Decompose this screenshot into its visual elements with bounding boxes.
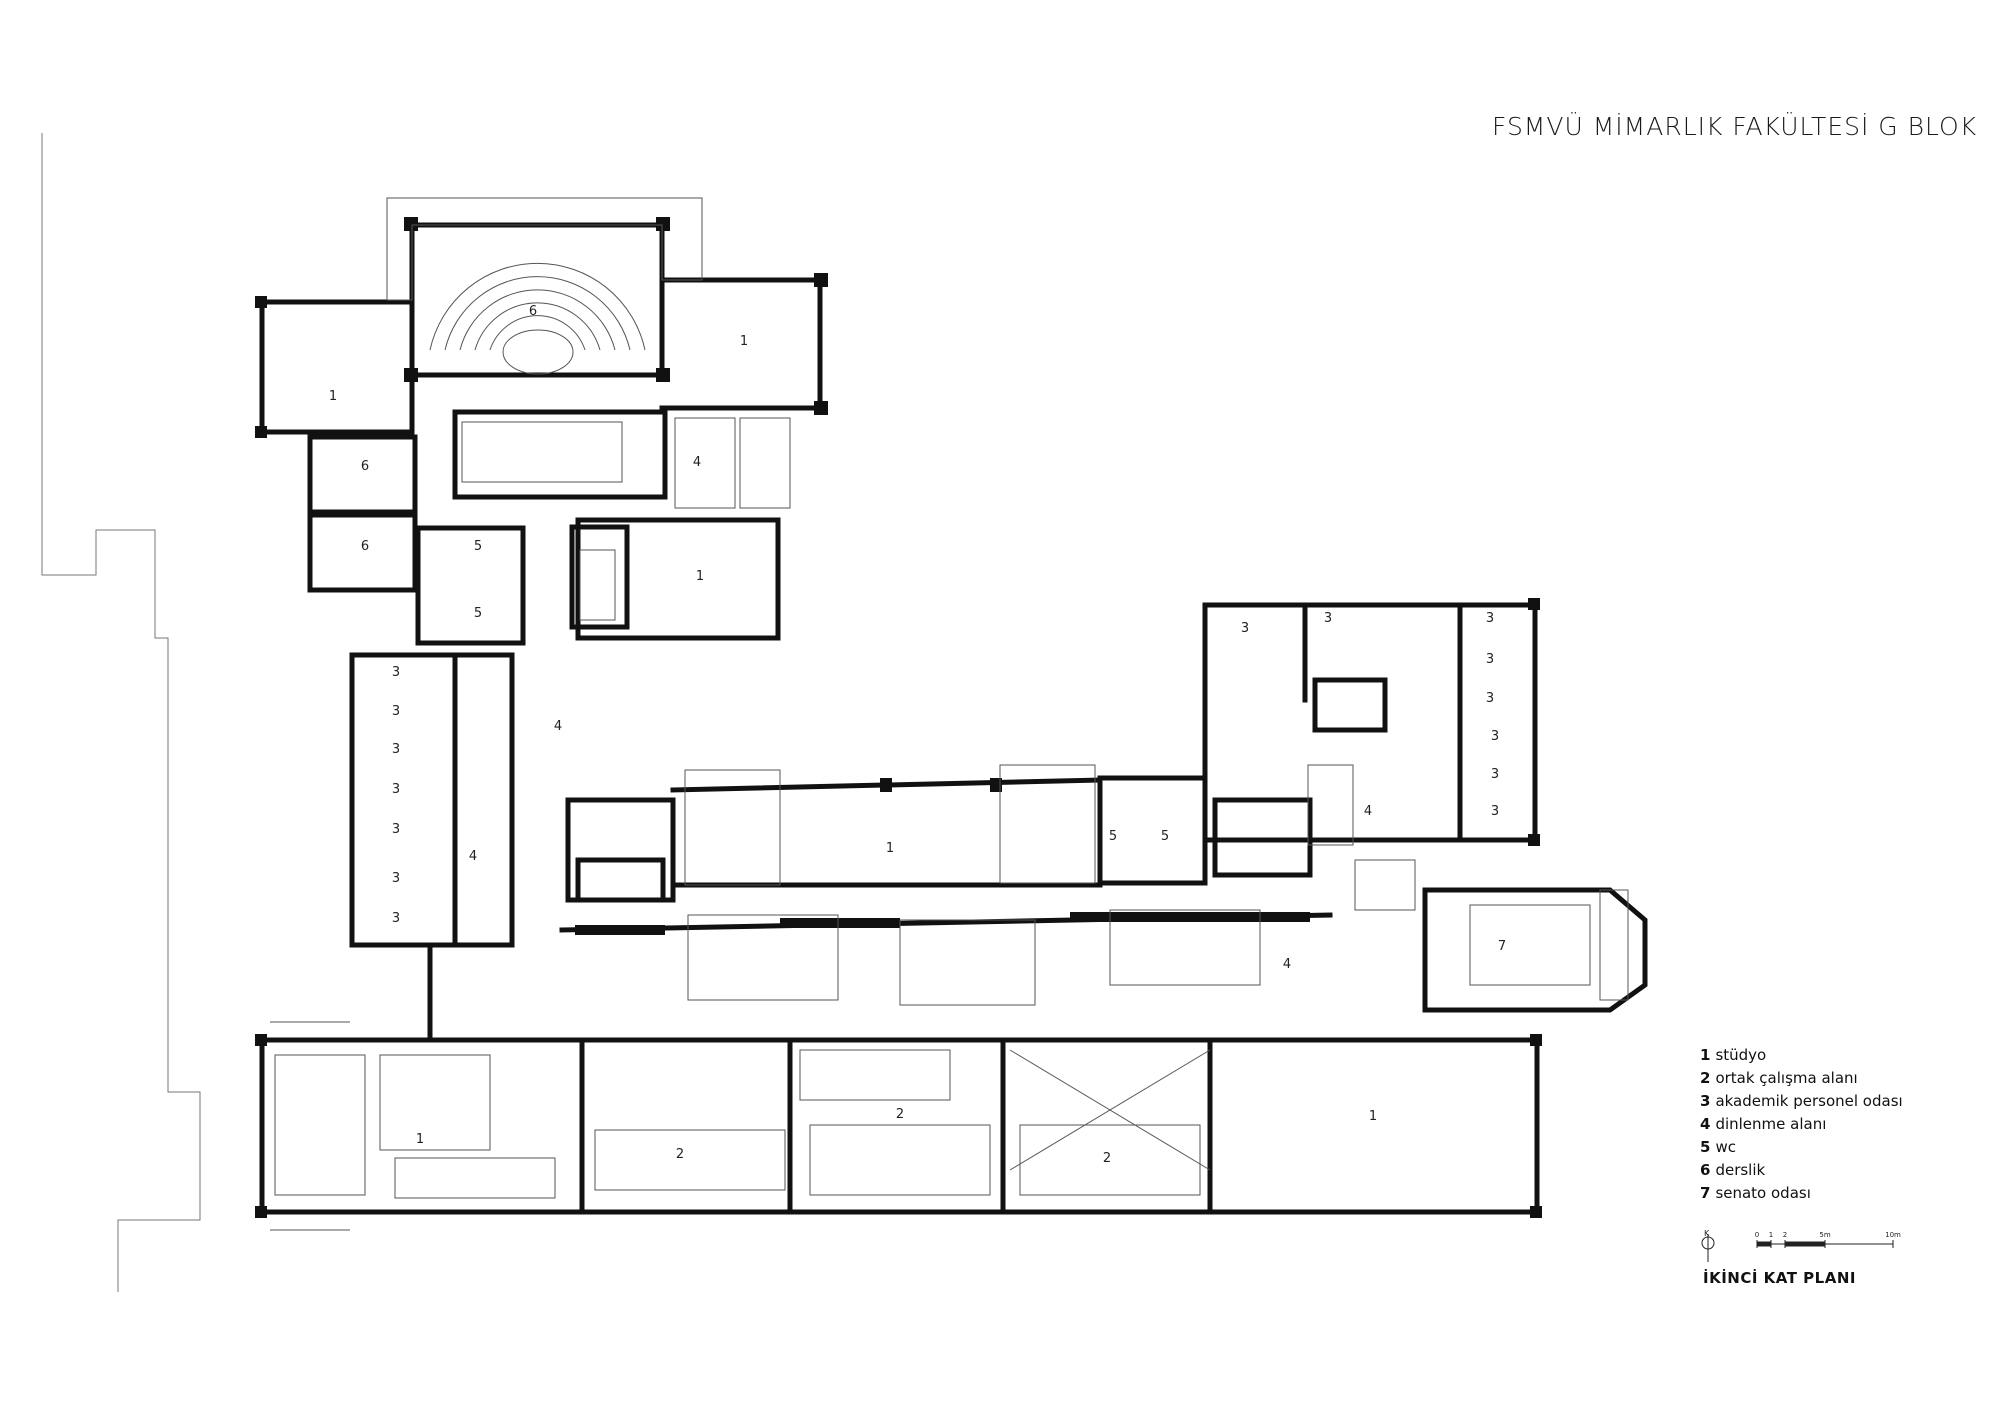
scale-label: 5m (1819, 1231, 1830, 1239)
legend-text: senato odası (1715, 1184, 1811, 1202)
room-label: 5 (474, 606, 482, 621)
room-label: 4 (554, 719, 562, 734)
room-labels: 6 1 1 4 6 6 5 5 1 3 3 3 3 3 3 3 4 4 1 5 5 3 3 3 3 3 3 3 3 4 7 4 1 2 2 2 1 (329, 304, 1506, 1166)
legend-number: 3 (1700, 1092, 1711, 1110)
room-label: 6 (361, 539, 369, 554)
scale-label: 1 (1769, 1231, 1773, 1239)
room-label: 4 (1364, 804, 1372, 819)
legend-number: 1 (1700, 1046, 1711, 1064)
scale-label: 0 (1755, 1231, 1759, 1239)
room-label: 6 (361, 459, 369, 474)
legend-text: dinlenme alanı (1715, 1115, 1827, 1133)
legend-number: 6 (1700, 1161, 1711, 1179)
room-label: 3 (392, 911, 400, 926)
site-outline (41, 133, 201, 1292)
legend-number: 5 (1700, 1138, 1711, 1156)
room-label: 3 (392, 742, 400, 757)
room-label: 6 (529, 304, 537, 319)
room-label: 3 (1324, 611, 1332, 626)
room-label: 3 (1241, 621, 1249, 636)
room-label: 2 (896, 1107, 904, 1122)
interior-details (270, 197, 1629, 1231)
page-title: FSMVÜ MİMARLIK FAKÜLTESİ G BLOK (1492, 112, 1978, 141)
room-label: 1 (416, 1132, 424, 1147)
legend-text: wc (1715, 1138, 1736, 1156)
walls (259, 222, 1648, 1215)
plan-name: İKİNCİ KAT PLANI (1703, 1269, 1856, 1287)
room-label: 7 (1498, 939, 1506, 954)
scale-label: 2 (1783, 1231, 1787, 1239)
room-label: 5 (1109, 829, 1117, 844)
legend-number: 4 (1700, 1115, 1711, 1133)
room-label: 3 (392, 822, 400, 837)
room-label: 3 (392, 665, 400, 680)
room-label: 3 (392, 782, 400, 797)
columns (255, 217, 1542, 1218)
room-label: 3 (1486, 652, 1494, 667)
room-label: 3 (392, 871, 400, 886)
room-label: 3 (1491, 804, 1499, 819)
scale-labels: 0 1 2 5m 10m (1755, 1231, 1901, 1239)
room-label: 4 (469, 849, 477, 864)
room-label: 4 (693, 455, 701, 470)
legend-number: 7 (1700, 1184, 1711, 1202)
legend-number: 2 (1700, 1069, 1711, 1087)
room-label: 4 (1283, 957, 1291, 972)
legend-text: derslik (1715, 1161, 1766, 1179)
room-label: 1 (329, 389, 337, 404)
room-label: 1 (1369, 1109, 1377, 1124)
legend-text: stüdyo (1715, 1046, 1767, 1064)
room-label: 5 (1161, 829, 1169, 844)
room-label: 1 (696, 569, 704, 584)
north-arrow-icon (1701, 1234, 1715, 1262)
room-label: 3 (1491, 767, 1499, 782)
room-label: 2 (676, 1147, 684, 1162)
room-label: 3 (1486, 691, 1494, 706)
room-label: 3 (1486, 611, 1494, 626)
room-label: 2 (1103, 1151, 1111, 1166)
legend-text: ortak çalışma alanı (1715, 1069, 1858, 1087)
scale-bar (1756, 1240, 1894, 1248)
legend-text: akademik personel odası (1715, 1092, 1903, 1110)
room-label: 5 (474, 539, 482, 554)
scale-label: 10m (1885, 1231, 1901, 1239)
room-label: 3 (1491, 729, 1499, 744)
room-label: 3 (392, 704, 400, 719)
north-label: K (1704, 1229, 1710, 1238)
room-label: 1 (740, 334, 748, 349)
room-label: 1 (886, 841, 894, 856)
